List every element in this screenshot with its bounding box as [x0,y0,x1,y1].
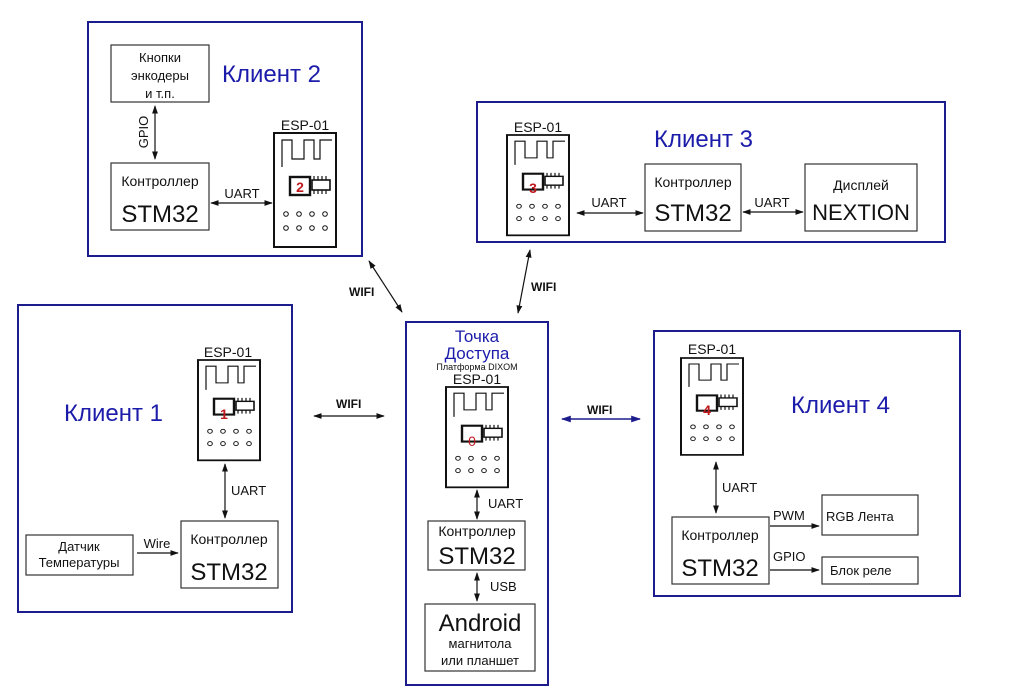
wifi-link-client4: WIFI [561,403,641,423]
client2-esp-label: ESP-01 [281,117,329,133]
client1-controller: Контроллер STM32 [180,520,279,589]
client1-frame [17,304,293,613]
client1-panel: Клиент 1 ESP-01 1 UART Контроллер STM32 … [17,304,293,613]
client4-module-id: 4 [703,402,711,418]
client2-gpio-label: GPIO [136,116,151,149]
client2-input-line3: и т.п. [145,86,175,101]
client1-module-id: 1 [220,406,228,422]
wifi-label-client3: WIFI [531,280,556,294]
client3-uart-label-1: UART [591,195,626,210]
client2-controller: Контроллер STM32 [110,162,210,231]
client3-frame [476,101,946,243]
esp-chip-icon [444,385,510,489]
client2-controller-chip: STM32 [121,201,198,228]
wifi-link-client2: WIFI [349,260,403,313]
client1-controller-chip: STM32 [190,559,267,586]
client2-input-line2: энкодеры [131,68,189,83]
client2-controller-label: Контроллер [121,173,198,189]
client3-esp-module: ESP-01 3 [505,119,571,237]
client1-esp-label: ESP-01 [204,344,252,360]
access-point-module-id: 0 [468,433,476,449]
wifi-link-client3: WIFI [516,249,556,314]
access-point-controller: Контроллер STM32 [427,520,526,571]
wifi-link-client1: WIFI [313,397,385,419]
client2-title: Клиент 2 [222,61,321,88]
access-point-frame [405,321,549,686]
client4-title: Клиент 4 [791,392,890,419]
access-point-title-line2: Доступа [445,344,510,363]
client3-title: Клиент 3 [654,126,753,153]
client4-uart-label: UART [722,480,757,495]
client4-relay-label: Блок реле [830,563,892,578]
client2-input-block: Кнопки энкодеры и т.п. [110,44,210,103]
client4-esp-label: ESP-01 [688,341,736,357]
esp-chip-icon [505,133,571,237]
client1-title: Клиент 1 [64,400,163,427]
android-line2: магнитола [449,636,513,651]
access-point-android-device: Android магнитола или планшет [424,603,536,672]
client4-frame [653,330,961,597]
client2-module-id: 2 [296,179,304,195]
client3-display-name: NEXTION [812,200,910,225]
android-title: Android [439,610,522,637]
client3-uart-label-2: UART [754,195,789,210]
wifi-label-client2: WIFI [349,285,374,299]
client3-module-id: 3 [529,180,537,196]
android-line3: или планшет [441,653,519,668]
access-point-controller-label: Контроллер [438,523,515,539]
client4-gpio-label: GPIO [773,549,806,564]
client3-controller-label: Контроллер [654,174,731,190]
access-point-uart-label: UART [488,496,523,511]
access-point-usb-label: USB [490,579,517,594]
client4-panel: Клиент 4 ESP-01 4 UART Контроллер STM32 … [653,330,961,597]
client3-panel: Клиент 3 ESP-01 3 UART Контроллер STM32 … [476,101,946,243]
wifi-label-client1: WIFI [336,397,361,411]
access-point-controller-chip: STM32 [438,543,515,570]
client4-controller: Контроллер STM32 [671,516,770,585]
access-point-panel: Точка Доступа Платформа DIXOM ESP-01 0 U… [405,321,549,686]
client3-controller-chip: STM32 [654,200,731,227]
client4-rgb-label: RGB Лента [826,509,895,524]
client3-display: Дисплей NEXTION [804,163,918,232]
client2-uart-label: UART [224,186,259,201]
client4-esp-module: ESP-01 4 [679,341,745,457]
access-point-esp-label: ESP-01 [453,371,501,387]
access-point-title-line1: Точка [455,327,500,346]
client3-controller: Контроллер STM32 [644,163,742,232]
client4-rgb-strip: RGB Лента [821,494,919,536]
client1-wire-label: Wire [144,536,171,551]
client4-pwm-label: PWM [773,508,805,523]
esp-chip-icon [679,356,745,457]
client4-controller-label: Контроллер [681,527,758,543]
wifi-label-client4: WIFI [587,403,612,417]
client2-esp-module: ESP-01 2 [272,117,338,249]
wifi-arrow [368,260,403,313]
client4-controller-chip: STM32 [681,555,758,582]
client4-relay-block: Блок реле [821,556,919,585]
client3-display-label: Дисплей [833,177,889,193]
access-point-esp-module: ESP-01 0 [444,371,510,489]
client1-sensor-line2: Температуры [39,555,120,570]
client3-esp-label: ESP-01 [514,119,562,135]
wifi-arrow [516,249,532,314]
esp-chip-icon [272,131,338,249]
access-point-subtitle: Платформа DIXOM [436,362,517,372]
client1-sensor-line1: Датчик [58,539,100,554]
client2-frame [87,21,363,257]
client1-sensor: Датчик Температуры [25,534,134,576]
esp-chip-icon [196,358,262,462]
client2-panel: Клиент 2 Кнопки энкодеры и т.п. GPIO Кон… [87,21,363,257]
client1-uart-label: UART [231,483,266,498]
client2-input-line1: Кнопки [139,50,181,65]
client1-controller-label: Контроллер [190,531,267,547]
client1-esp-module: ESP-01 1 [196,344,262,462]
